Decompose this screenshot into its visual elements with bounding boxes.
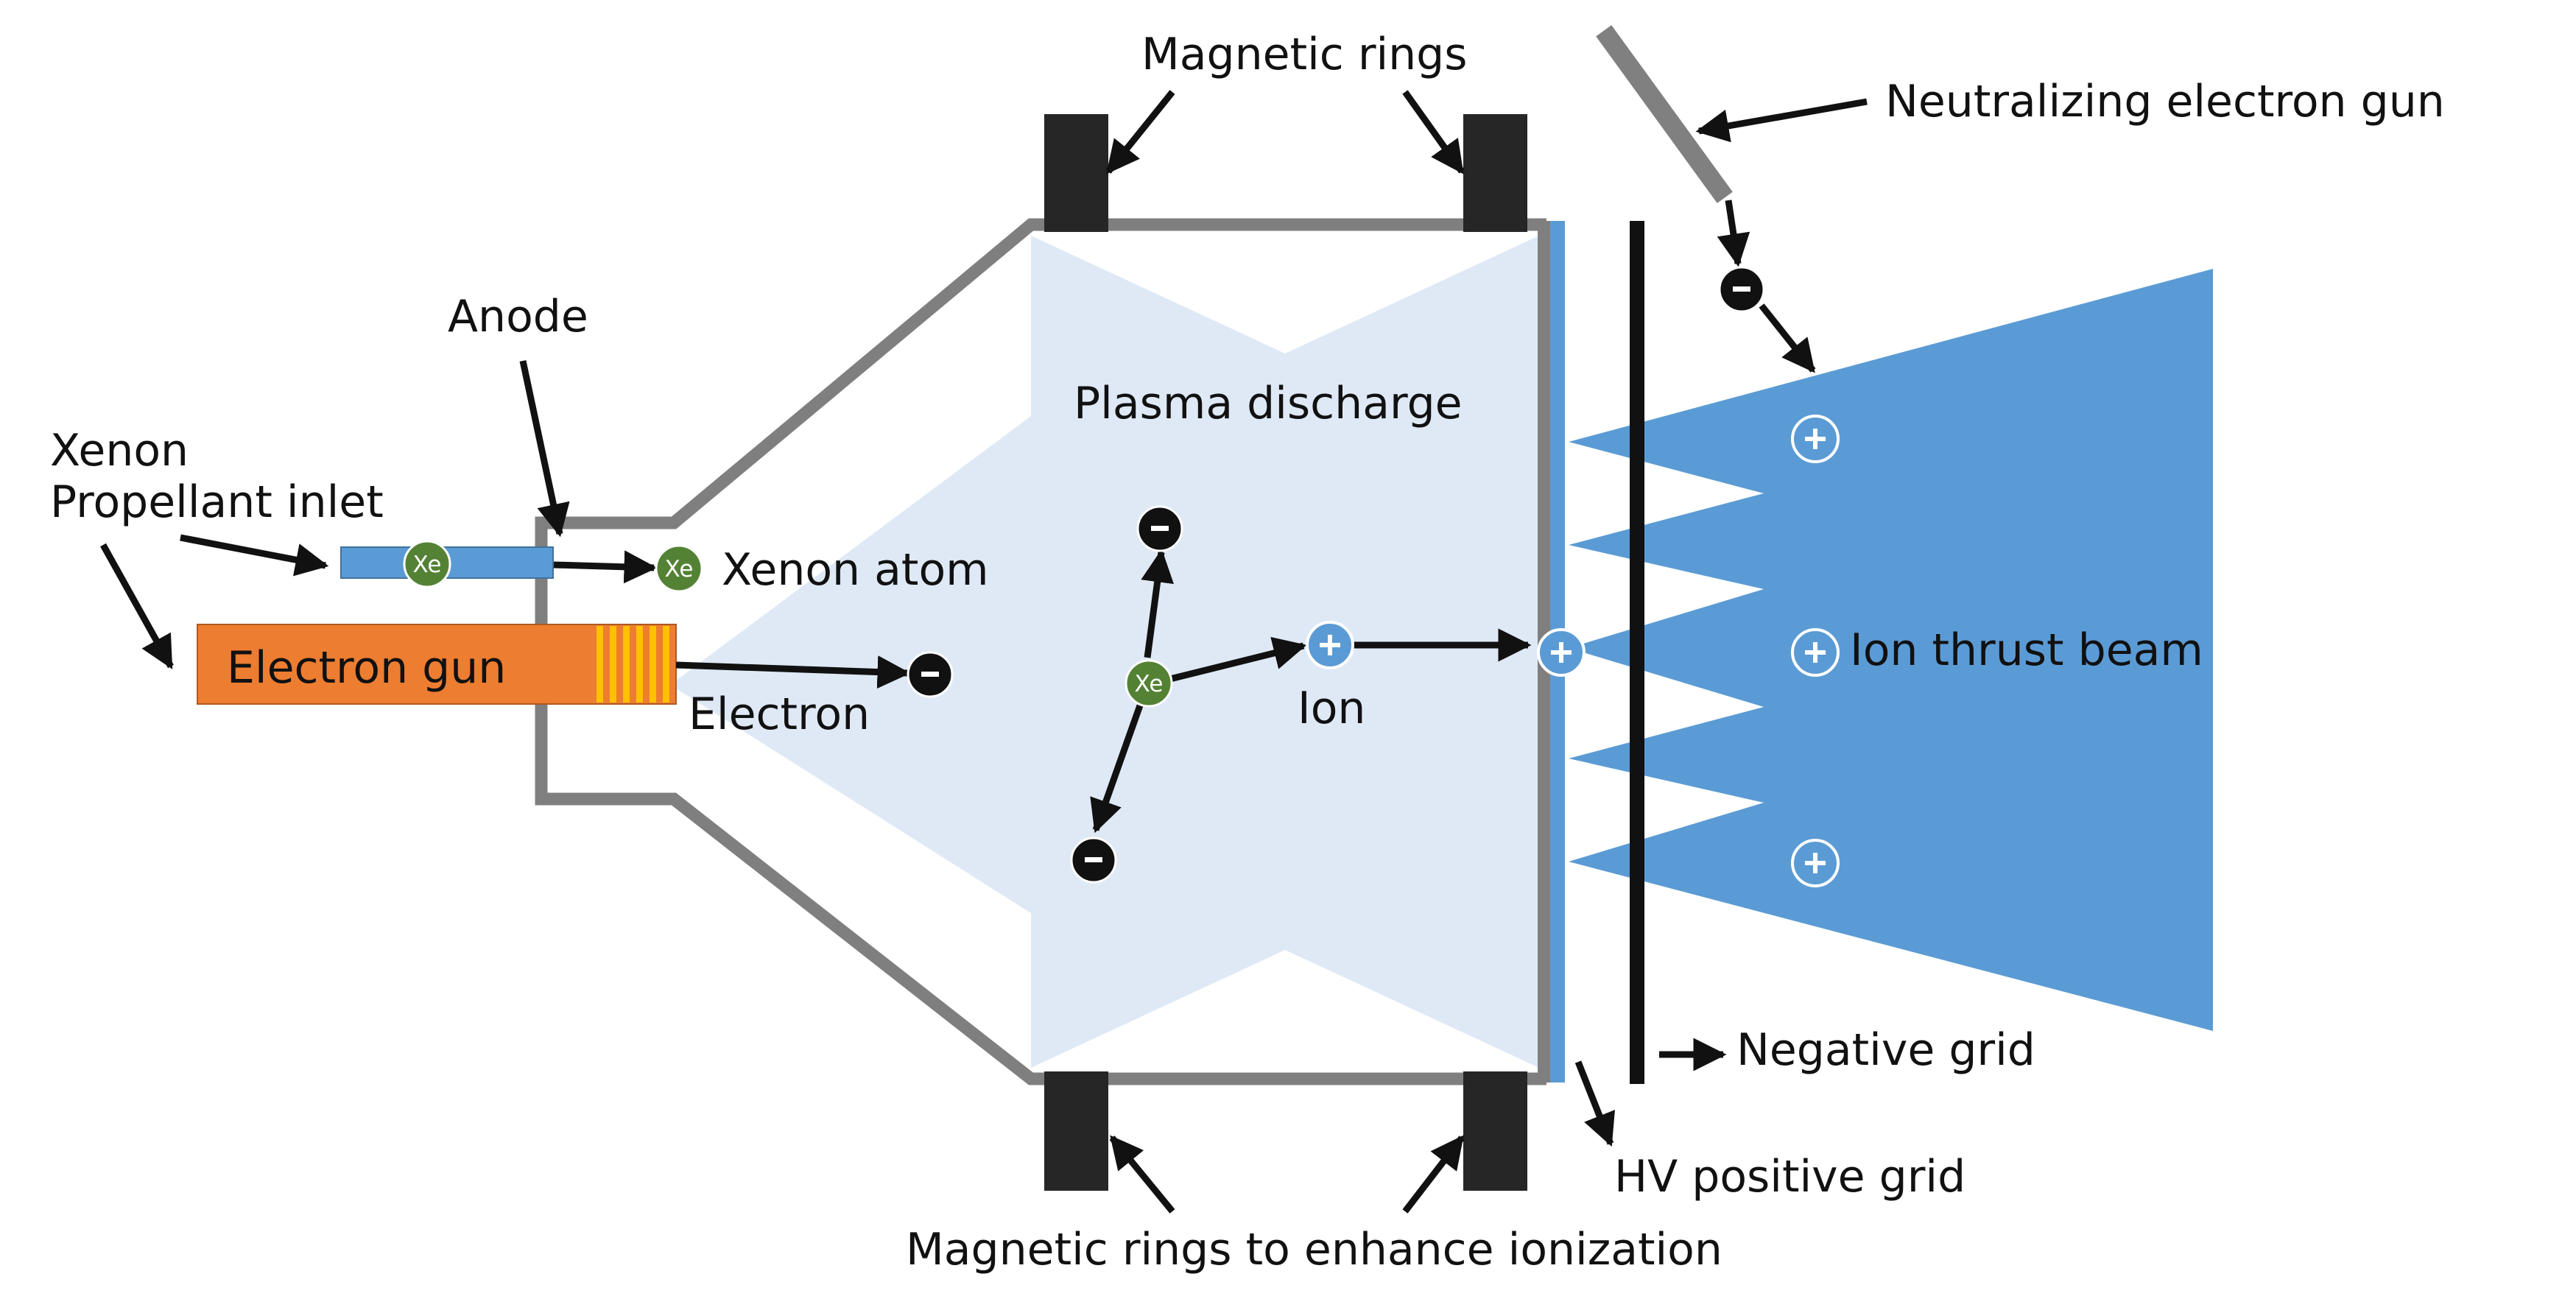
arrow-hv-positive-grid [1574,1060,1615,1147]
ion-particle-chamber [1306,621,1354,669]
label-magnetic-rings-top: Magnetic rings [1141,29,1468,80]
xenon-symbol: Xe [413,552,442,578]
label-electron-gun: Electron gun [227,642,506,694]
arrow-magnetic-rings-bottom-right [1402,1135,1465,1214]
ion-thrust-beam [1569,269,2213,1031]
plasma-discharge-region [670,236,1539,1068]
xenon-atom-ionizing: Xe [1125,659,1173,708]
arrow-xenon-to-gun [100,543,174,669]
label-electron: Electron [689,689,870,740]
ion-particle-beam-3 [1791,839,1840,887]
xenon-symbol: Xe [665,556,694,582]
electron-particle-upper [1136,505,1183,552]
magnetic-ring-bottom-left [1044,1071,1108,1191]
magnetic-ring-top-left [1044,114,1108,232]
electron-particle-neutralizer [1718,266,1765,313]
arrow-xe-to-ion [1166,636,1307,683]
electron-particle-gun [907,651,954,698]
ion-particle-grid [1537,628,1586,677]
label-anode: Anode [448,291,588,342]
arrow-magnetic-rings-top-left [1105,90,1175,175]
label-xenon-line1: Xenon [50,425,189,476]
arrow-xenon-to-inlet [180,534,329,577]
arrow-neutralizing-gun [1695,98,1868,143]
label-neutralizing-electron-gun: Neutralizing electron gun [1885,76,2445,127]
xenon-atom-inlet: Xe [403,540,451,588]
ion-particle-beam-2 [1791,628,1840,677]
arrow-electron-to-beam [1759,303,1816,373]
label-xenon-line2: Propellant inlet [50,476,384,528]
label-plasma-discharge: Plasma discharge [1074,378,1463,429]
arrow-inlet-to-atom [553,550,658,584]
label-magnetic-rings-bottom: Magnetic rings to enhance ionization [906,1224,1722,1275]
magnetic-ring-top-right [1463,114,1527,232]
label-hv-positive-grid: HV positive grid [1614,1151,1966,1203]
arrow-neutralizer-emission [1717,200,1750,267]
arrow-xe-to-electron-down [1090,704,1144,834]
arrow-anode [519,360,570,538]
arrow-magnetic-rings-top-right [1402,90,1465,175]
xenon-atom-free: Xe [655,544,703,593]
label-ion-thrust-beam: Ion thrust beam [1850,624,2203,676]
magnetic-ring-bottom-right [1463,1071,1527,1191]
arrow-xe-to-electron-up [1141,549,1174,658]
ion-particle-beam-1 [1791,415,1840,463]
label-ion: Ion [1298,683,1365,734]
negative-grid [1630,221,1644,1084]
electron-gun-body [197,624,677,705]
neutralizing-electron-gun [1596,25,1733,203]
xenon-symbol: Xe [1135,671,1164,697]
arrow-gun-to-electron [675,655,911,689]
label-xenon-atom: Xenon atom [722,544,989,596]
electron-particle-lower [1070,837,1117,884]
electron-gun-coil [597,626,669,703]
arrow-magnetic-rings-bottom-left [1109,1135,1175,1214]
label-negative-grid: Negative grid [1736,1024,2035,1076]
